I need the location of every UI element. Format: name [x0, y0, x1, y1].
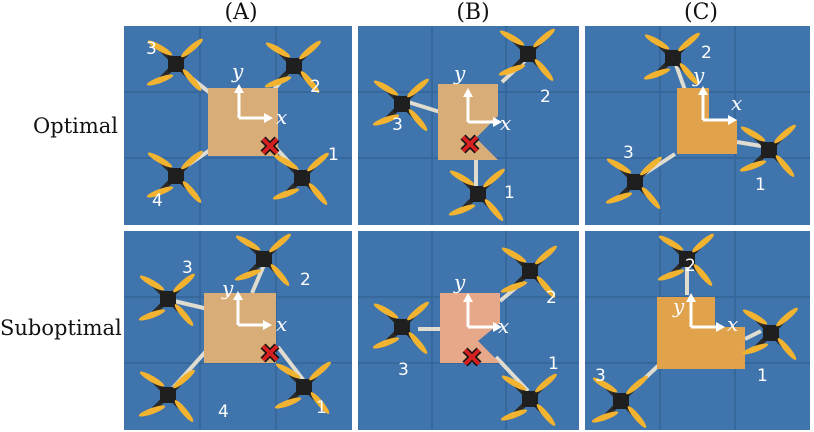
agent-label: 2: [310, 77, 321, 97]
quadrotor-icon: [138, 368, 197, 424]
row-label-suboptimal: Suboptimal: [0, 316, 122, 340]
payload-plate: [657, 297, 745, 369]
agent-label: 2: [300, 270, 311, 290]
quadrotor-icon: [138, 272, 197, 328]
agent-label: 4: [152, 191, 163, 211]
red-x-icon: [263, 139, 277, 153]
column-label-c: (C): [684, 0, 718, 25]
agent-label: 3: [595, 366, 606, 386]
axis-x-label: x: [500, 111, 511, 135]
axis-y-label: y: [453, 270, 466, 294]
agent-label: 4: [218, 402, 229, 422]
agent-label: 2: [701, 43, 712, 63]
axis-y-label: y: [453, 61, 466, 85]
red-x-icon: [463, 137, 477, 151]
agent-label: 1: [757, 366, 768, 386]
axis-y-label: y: [231, 59, 244, 83]
panel-b-suboptimal: y x 1 2 3: [358, 231, 579, 430]
red-x-icon: [465, 350, 479, 364]
quadrotor-icon: [500, 372, 559, 428]
agent-label: 3: [392, 115, 403, 135]
axis-x-label: x: [276, 105, 287, 129]
quadrotor-icon: [272, 151, 331, 207]
agent-label: 2: [685, 256, 696, 276]
quadrotor-icon: [234, 232, 293, 288]
axis-x-label: x: [727, 312, 738, 336]
agent-label: 3: [623, 143, 634, 163]
panel-a-optimal: y x 1 2 3 4: [124, 26, 352, 225]
axis-x-label: x: [498, 314, 509, 338]
agent-label: 2: [540, 87, 551, 107]
panel-a-suboptimal: y x 1 2 3 4: [124, 231, 352, 430]
agent-label: 1: [755, 175, 766, 195]
column-label-b: (B): [456, 0, 490, 25]
agent-label: 3: [182, 258, 193, 278]
panel-b-optimal: y x 1 2 3: [358, 26, 579, 225]
axis-x-label: x: [276, 312, 287, 336]
row-label-optimal: Optimal: [33, 114, 118, 138]
agent-label: 1: [504, 183, 515, 203]
axis-y-label: y: [692, 63, 705, 87]
red-x-icon: [263, 346, 277, 360]
panel-c-suboptimal: y x 1 2 3: [585, 231, 810, 430]
quadrotor-icon: [741, 306, 800, 362]
agent-label: 2: [546, 288, 557, 308]
panel-c-optimal: y x 1 2 3: [585, 26, 810, 225]
agent-label: 1: [316, 398, 327, 418]
agent-label: 3: [398, 360, 409, 380]
agent-label: 1: [328, 145, 339, 165]
axis-y-label: y: [221, 276, 234, 300]
column-label-a: (A): [224, 0, 258, 25]
quadrotor-icon: [605, 155, 664, 211]
axis-y-label: y: [672, 294, 685, 318]
axis-x-label: x: [731, 91, 742, 115]
agent-label: 3: [146, 39, 157, 59]
quadrotor-icon: [739, 123, 798, 179]
agent-label: 1: [548, 354, 559, 374]
